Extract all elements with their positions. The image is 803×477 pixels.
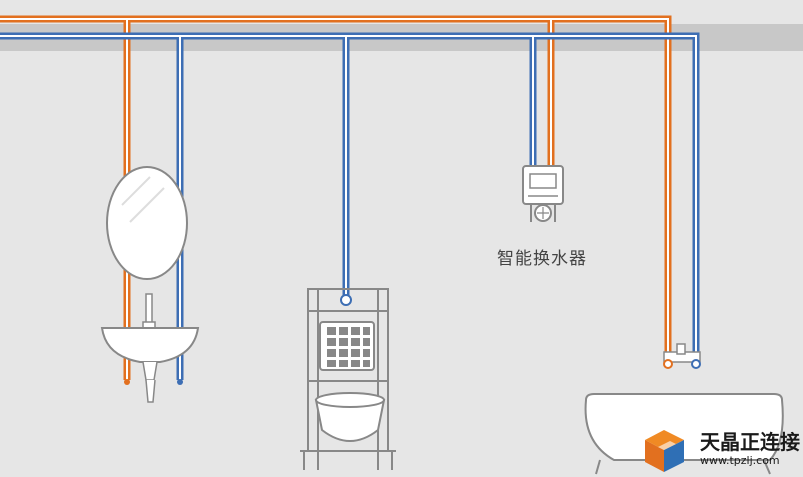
bathtub-icon: [584, 393, 784, 475]
smart-water-changer-label: 智能换水器: [497, 249, 587, 269]
bathtub-mixer: [663, 343, 701, 369]
toilet-frame-icon: [300, 288, 396, 470]
cold-water-pipe: [0, 32, 700, 380]
faucet-icon: [142, 293, 156, 329]
mirror-icon: [106, 166, 188, 280]
basin-icon: [100, 327, 200, 403]
watermark-title: 天晶正连接: [700, 430, 800, 454]
water-heater-icon: [522, 165, 564, 222]
toilet-bowl: [314, 392, 386, 442]
logo-icon: [645, 430, 684, 472]
flush-plate-icon: [319, 321, 375, 371]
watermark-url: www.tpzlj.com: [700, 454, 780, 467]
